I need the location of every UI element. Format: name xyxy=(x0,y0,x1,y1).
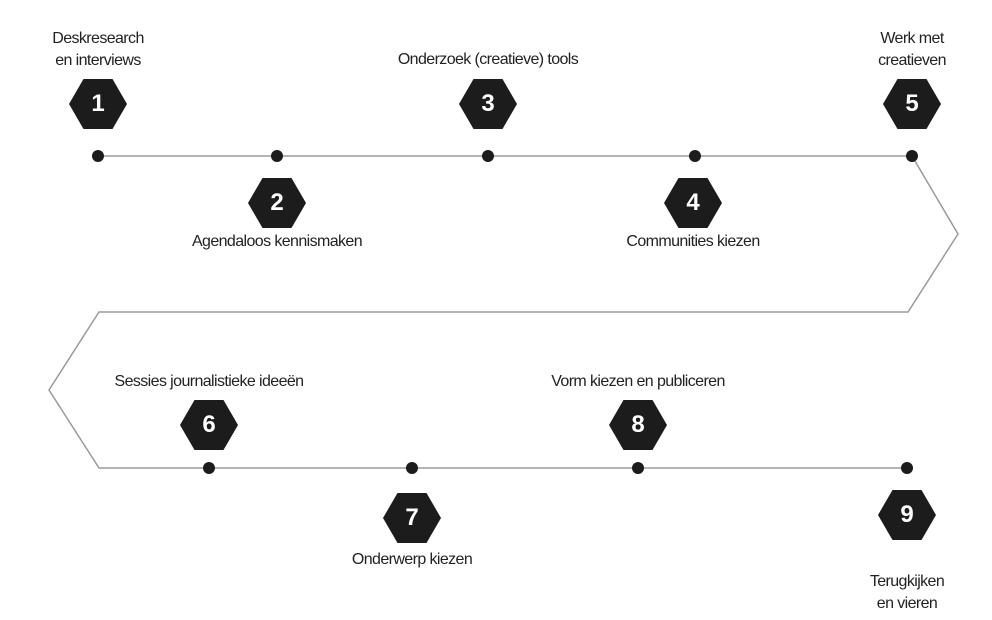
timeline-dot-7 xyxy=(406,462,418,474)
timeline-dot-8 xyxy=(632,462,644,474)
timeline-dot-9 xyxy=(901,462,913,474)
step-label: Vorm kiezen en publiceren xyxy=(551,373,725,390)
step-label: Onderzoek (creatieve) tools xyxy=(397,51,579,68)
timeline-dot-2 xyxy=(271,150,283,162)
step-label: Agendaloos kennismaken xyxy=(191,233,363,250)
step-number-hexagon: 8 xyxy=(609,400,667,450)
timeline-dot-5 xyxy=(906,150,918,162)
timeline-line xyxy=(48,155,959,469)
step-label: Onderwerp kiezen xyxy=(351,551,473,568)
step-number-hexagon: 5 xyxy=(883,79,941,129)
timeline-dot-6 xyxy=(203,462,215,474)
step-label: Werk met creatieven xyxy=(878,30,946,69)
step-number-hexagon: 9 xyxy=(878,490,936,540)
step-label: Communities kiezen xyxy=(626,233,760,250)
timeline-dot-1 xyxy=(92,150,104,162)
step-number-hexagon: 4 xyxy=(664,178,722,228)
step-number-hexagon: 6 xyxy=(180,400,238,450)
step-label: Terugkijken en vieren xyxy=(869,573,945,612)
step-label: Deskresearch en interviews xyxy=(52,30,144,69)
step-label: Sessies journalistieke ideeën xyxy=(114,373,305,390)
timeline-dot-4 xyxy=(689,150,701,162)
timeline-dot-3 xyxy=(482,150,494,162)
